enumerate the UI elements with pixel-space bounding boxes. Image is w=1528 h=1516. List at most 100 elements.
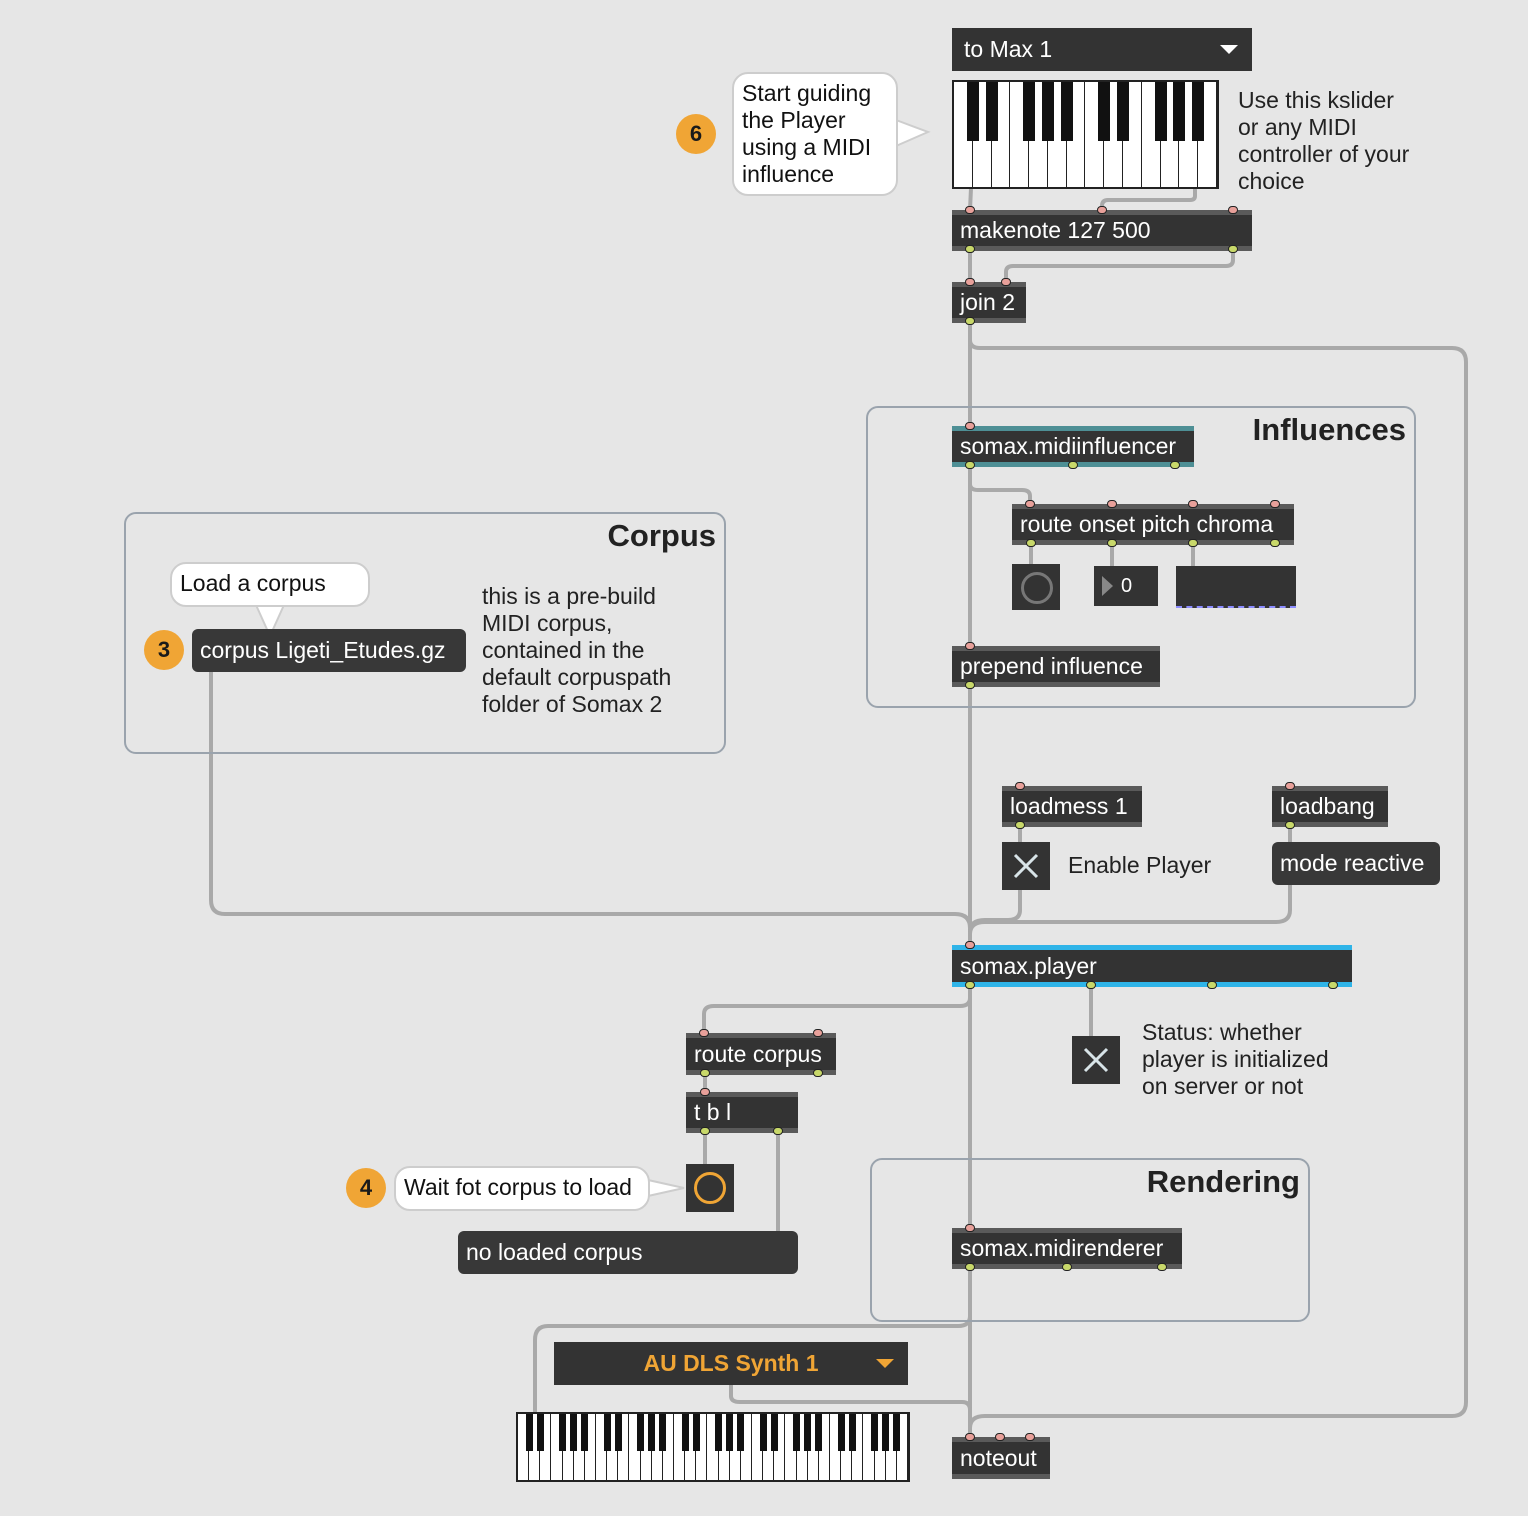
black-key[interactable] (1041, 82, 1054, 141)
inlet-port[interactable] (1285, 782, 1295, 790)
inlet-port[interactable] (965, 1224, 975, 1232)
black-key[interactable] (837, 1414, 845, 1451)
outlet-port[interactable] (1228, 245, 1238, 253)
inlet-port[interactable] (995, 1433, 1005, 1441)
midi-out-menu[interactable]: to Max 1 (952, 28, 1252, 71)
black-key[interactable] (1154, 82, 1167, 141)
black-key[interactable] (637, 1414, 645, 1451)
mode-reactive-message[interactable]: mode reactive (1272, 842, 1440, 885)
white-key[interactable] (819, 1414, 830, 1480)
white-key[interactable] (540, 1414, 552, 1480)
black-key[interactable] (715, 1414, 723, 1451)
outlet-port[interactable] (1285, 821, 1295, 829)
inlet-port[interactable] (965, 206, 975, 214)
outlet-port[interactable] (1270, 539, 1280, 547)
outlet-port[interactable] (965, 681, 975, 689)
loadbang-object[interactable]: loadbang (1272, 786, 1388, 827)
outlet-port[interactable] (965, 981, 975, 989)
outlet-port[interactable] (1086, 981, 1096, 989)
outlet-port[interactable] (1188, 539, 1198, 547)
black-key[interactable] (681, 1414, 689, 1451)
inlet-port[interactable] (1025, 1433, 1035, 1441)
black-key[interactable] (985, 82, 998, 141)
black-key[interactable] (871, 1414, 879, 1451)
inlet-port[interactable] (1001, 278, 1011, 286)
corpus-loaded-bang-button[interactable] (686, 1164, 734, 1212)
inlet-port[interactable] (699, 1029, 709, 1037)
inlet-port[interactable] (965, 941, 975, 949)
enable-player-toggle[interactable] (1002, 842, 1050, 890)
black-key[interactable] (536, 1414, 544, 1451)
black-key[interactable] (1023, 82, 1036, 141)
join-object[interactable]: join 2 (952, 282, 1026, 323)
outlet-port[interactable] (965, 1263, 975, 1271)
status-toggle[interactable] (1072, 1036, 1120, 1084)
black-key[interactable] (737, 1414, 745, 1451)
black-key[interactable] (1060, 82, 1073, 141)
trigger-tbl-object[interactable]: t b l (686, 1092, 798, 1133)
black-key[interactable] (614, 1414, 622, 1451)
no-loaded-corpus-message[interactable]: no loaded corpus (458, 1231, 798, 1274)
outlet-port[interactable] (700, 1069, 710, 1077)
makenote-object[interactable]: makenote 127 500 (952, 210, 1252, 251)
inlet-port[interactable] (700, 1088, 710, 1096)
black-key[interactable] (581, 1414, 589, 1451)
au-synth-menu[interactable]: AU DLS Synth 1 (554, 1342, 908, 1385)
black-key[interactable] (1117, 82, 1130, 141)
outlet-port[interactable] (965, 245, 975, 253)
inlet-port[interactable] (965, 1433, 975, 1441)
black-key[interactable] (848, 1414, 856, 1451)
inlet-port[interactable] (965, 278, 975, 286)
white-key[interactable] (1123, 82, 1142, 187)
black-key[interactable] (804, 1414, 812, 1451)
white-key[interactable] (618, 1414, 630, 1480)
black-key[interactable] (570, 1414, 578, 1451)
white-key[interactable] (897, 1414, 908, 1480)
inlet-port[interactable] (965, 422, 975, 430)
somax-player-object[interactable]: somax.player (952, 945, 1352, 987)
noteout-object[interactable]: noteout (952, 1437, 1050, 1479)
black-key[interactable] (648, 1414, 656, 1451)
black-key[interactable] (966, 82, 979, 141)
route-onset-object[interactable]: route onset pitch chroma (1012, 504, 1294, 545)
outlet-port[interactable] (813, 1069, 823, 1077)
white-key[interactable] (774, 1414, 786, 1480)
onset-bang-button[interactable] (1012, 564, 1060, 610)
corpus-load-message[interactable]: corpus Ligeti_Etudes.gz (192, 629, 466, 672)
inlet-port[interactable] (1188, 500, 1198, 508)
outlet-port[interactable] (1068, 461, 1078, 469)
black-key[interactable] (815, 1414, 823, 1451)
black-key[interactable] (1173, 82, 1186, 141)
outlet-port[interactable] (965, 461, 975, 469)
outlet-port[interactable] (1207, 981, 1217, 989)
outlet-port[interactable] (1328, 981, 1338, 989)
black-key[interactable] (1192, 82, 1205, 141)
inlet-port[interactable] (1270, 500, 1280, 508)
outlet-port[interactable] (1157, 1263, 1167, 1271)
black-key[interactable] (893, 1414, 901, 1451)
route-corpus-object[interactable]: route corpus (686, 1033, 836, 1075)
black-key[interactable] (692, 1414, 700, 1451)
white-key[interactable] (1067, 82, 1086, 187)
outlet-port[interactable] (1170, 461, 1180, 469)
white-key[interactable] (585, 1414, 596, 1480)
black-key[interactable] (603, 1414, 611, 1451)
prepend-influence-object[interactable]: prepend influence (952, 646, 1160, 687)
white-key[interactable] (852, 1414, 864, 1480)
black-key[interactable] (1098, 82, 1111, 141)
inlet-port[interactable] (1025, 500, 1035, 508)
output-kslider[interactable] (516, 1412, 910, 1482)
inlet-port[interactable] (1015, 782, 1025, 790)
black-key[interactable] (882, 1414, 890, 1451)
inlet-port[interactable] (1228, 206, 1238, 214)
outlet-port[interactable] (1062, 1263, 1072, 1271)
midiinfluencer-object[interactable]: somax.midiinfluencer (952, 426, 1194, 467)
inlet-port[interactable] (813, 1029, 823, 1037)
white-key[interactable] (992, 82, 1011, 187)
black-key[interactable] (659, 1414, 667, 1451)
outlet-port[interactable] (1026, 539, 1036, 547)
black-key[interactable] (726, 1414, 734, 1451)
black-key[interactable] (793, 1414, 801, 1451)
chroma-multislider[interactable] (1176, 566, 1296, 608)
inlet-port[interactable] (1107, 500, 1117, 508)
